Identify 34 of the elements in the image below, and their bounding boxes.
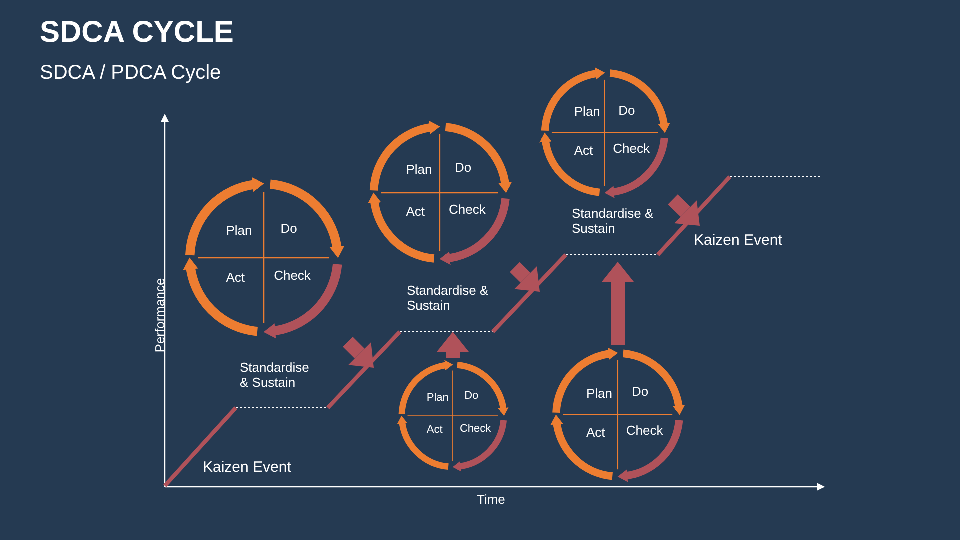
do-label: Do [280,221,298,236]
block-arrow [510,262,540,292]
plan-label: Plan [574,104,600,120]
axis-title: Performance [152,277,168,355]
do-label: Do [618,103,636,118]
check-label: Check [626,423,664,438]
plan-label: Plan [406,162,432,176]
plan-label: Plan [586,386,613,401]
stage-label: Standardise & Sustain [240,360,310,390]
block-arrow [437,332,469,358]
axis-title: Time [477,492,506,507]
check-label: Check [613,141,650,156]
block-arrow [668,194,700,226]
title: SDCA CYCLE [40,16,234,50]
stage-label: Standardise & Sustain [407,283,490,313]
stage-label: Standardise & Sustain [572,206,655,236]
plan-label: Plan [226,222,252,238]
stage-label: Kaizen Event [203,459,292,476]
do-label: Do [632,384,649,400]
check-label: Check [274,268,311,284]
act-label: Act [426,424,443,436]
act-label: Act [406,204,426,218]
stage-label: Kaizen Event [694,232,782,249]
act-label: Act [574,142,594,158]
check-label: Check [449,202,486,217]
act-label: Act [226,270,245,285]
plan-label: Plan [426,392,449,404]
check-label: Check [460,422,492,435]
block-arrow [343,337,374,368]
do-label: Do [455,160,472,175]
do-label: Do [464,390,479,402]
act-label: Act [586,424,606,440]
subtitle: SDCA / PDCA Cycle [40,62,222,85]
block-arrow [602,262,634,345]
